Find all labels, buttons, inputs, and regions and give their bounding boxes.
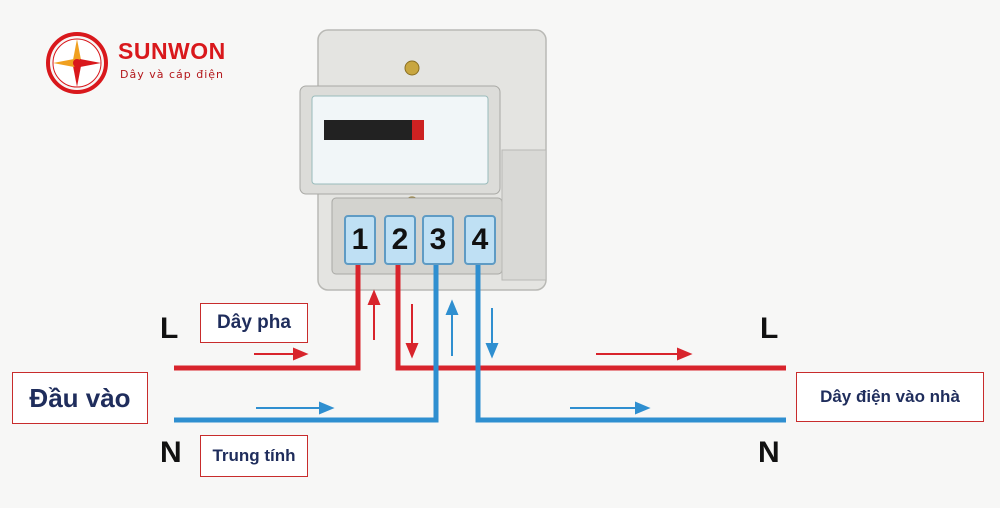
neutral-wire-out: [475, 262, 786, 423]
sunwon-logo-icon: [46, 32, 108, 94]
phase-wire-out: [395, 262, 786, 371]
output-label: Dây điện vào nhà: [796, 372, 984, 422]
left-phase-letter: L: [160, 312, 179, 345]
terminal-3: 3: [422, 215, 454, 265]
neutral-wires: [174, 262, 786, 423]
terminal-2: 2: [384, 215, 416, 265]
right-neutral-letter: N: [758, 436, 780, 469]
terminal-1: 1: [344, 215, 376, 265]
input-label: Đầu vào: [12, 372, 148, 424]
right-phase-letter: L: [760, 312, 779, 345]
brand-tagline: Dây và cáp điện: [120, 68, 225, 81]
terminal-4: 4: [464, 215, 496, 265]
left-neutral-letter: N: [160, 436, 182, 469]
phase-wire-label: Dây pha: [200, 303, 308, 343]
flow-arrows: [254, 289, 693, 415]
seal-screw-icon: [404, 60, 420, 76]
neutral-wire-label: Trung tính: [200, 435, 308, 477]
neutral-wire-in: [174, 262, 439, 423]
meter-counter: [324, 120, 424, 140]
phase-wires: [174, 262, 786, 371]
phase-wire-in: [174, 262, 361, 371]
brand-name: SUNWON: [118, 38, 226, 64]
brand-logo: SUNWON Dây và cáp điện: [44, 30, 254, 94]
